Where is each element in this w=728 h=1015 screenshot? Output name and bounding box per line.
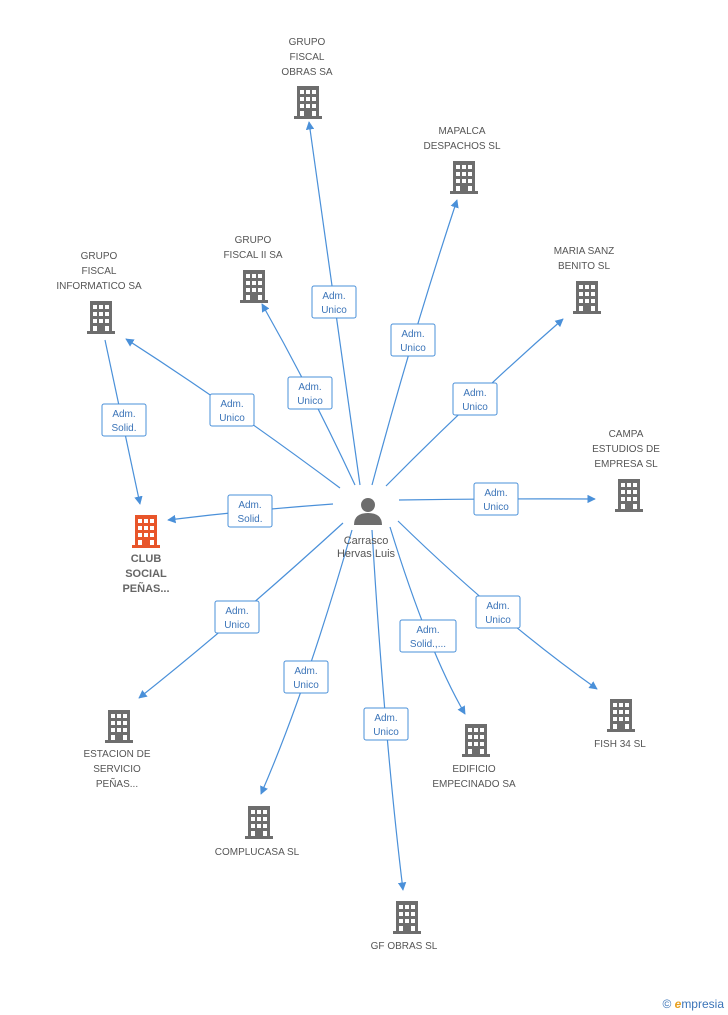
- empresia-brand: mpresia: [681, 997, 724, 1011]
- edge-label-fish34-line-1: Adm.: [486, 601, 509, 612]
- building-icon: [573, 281, 601, 314]
- node-grupo-fiscal-ii-name-line-2: FISCAL II SA: [223, 250, 282, 261]
- edge-label-grupo-fiscal-informatico-to-club-social-line-2: Solid.: [111, 423, 136, 434]
- edge-label-grupo-fiscal-ii-line-1: Adm.: [298, 382, 321, 393]
- edge-label-mapalca-line-2: Unico: [400, 343, 426, 354]
- edge-label-fish34-line-2: Unico: [485, 615, 511, 626]
- node-mapalca-name-line-2: DESPACHOS SL: [423, 141, 500, 152]
- node-grupo-fiscal-obras-name-line-2: FISCAL: [289, 52, 324, 63]
- node-campa-name-line-2: ESTUDIOS DE: [592, 444, 660, 455]
- node-grupo-fiscal-informatico[interactable]: GRUPO FISCAL INFORMATICO SA: [56, 251, 142, 334]
- center-name-line-2: Hervas Luis: [337, 548, 396, 560]
- edge-label-grupo-fiscal-obras-line-2: Unico: [321, 305, 347, 316]
- node-grupo-fiscal-informatico-name-line-2: FISCAL: [81, 266, 116, 277]
- node-complucasa-name-line-1: COMPLUCASA SL: [215, 847, 300, 858]
- edge-label-complucasa[interactable]: Adm. Unico: [283, 660, 329, 694]
- edge-label-grupo-fiscal-ii[interactable]: Adm. Unico: [287, 376, 333, 410]
- node-grupo-fiscal-obras-name-line-1: GRUPO: [289, 37, 326, 48]
- edge-label-maria-sanz-line-1: Adm.: [463, 388, 486, 399]
- edge-label-estacion-line-2: Unico: [224, 620, 250, 631]
- node-mapalca-name-line-1: MAPALCA: [438, 126, 485, 137]
- building-icon: [450, 161, 478, 194]
- node-grupo-fiscal-informatico-name-line-3: INFORMATICO SA: [56, 281, 142, 292]
- node-edificio[interactable]: EDIFICIO EMPECINADO SA: [432, 724, 516, 790]
- node-campa[interactable]: CAMPA ESTUDIOS DE EMPRESA SL: [592, 429, 660, 512]
- node-gf-obras[interactable]: GF OBRAS SL: [371, 901, 438, 952]
- node-complucasa[interactable]: COMPLUCASA SL: [215, 806, 300, 858]
- center-person[interactable]: Carrasco Hervas Luis: [337, 498, 396, 560]
- edge-label-maria-sanz[interactable]: Adm. Unico: [452, 382, 498, 416]
- edge-label-club-social[interactable]: Adm. Solid.: [227, 494, 273, 528]
- edge-label-edificio-line-2: Solid.,...: [410, 639, 446, 650]
- person-icon: [354, 498, 382, 525]
- edge-label-gf-obras-line-2: Unico: [373, 727, 399, 738]
- edge-label-campa[interactable]: Adm. Unico: [473, 482, 519, 516]
- edge-label-grupo-fiscal-obras-line-1: Adm.: [322, 291, 345, 302]
- edge-label-grupo-fiscal-informatico[interactable]: Adm. Unico: [209, 393, 255, 427]
- edge-label-grupo-fiscal-informatico-line-1: Adm.: [220, 399, 243, 410]
- node-grupo-fiscal-informatico-name-line-1: GRUPO: [81, 251, 118, 262]
- node-estacion[interactable]: ESTACION DE SERVICIO PEÑAS...: [83, 710, 151, 790]
- edge-label-grupo-fiscal-informatico-to-club-social[interactable]: Adm. Solid.: [101, 403, 147, 437]
- node-club-social-name-line-2: SOCIAL: [125, 568, 167, 580]
- edge-label-grupo-fiscal-ii-line-2: Unico: [297, 396, 323, 407]
- edge-label-edificio[interactable]: Adm. Solid.,...: [399, 619, 457, 653]
- edge-label-club-social-line-1: Adm.: [238, 500, 261, 511]
- building-icon: [393, 901, 421, 934]
- node-fish34-name-line-1: FISH 34 SL: [594, 739, 646, 750]
- node-club-social[interactable]: CLUB SOCIAL PEÑAS...: [122, 515, 170, 595]
- node-club-social-name-line-3: PEÑAS...: [122, 582, 169, 595]
- node-grupo-fiscal-obras-name-line-3: OBRAS SA: [281, 67, 332, 78]
- node-edificio-name-line-1: EDIFICIO: [452, 764, 496, 775]
- edge-label-gf-obras[interactable]: Adm. Unico: [363, 707, 409, 741]
- building-icon: [462, 724, 490, 757]
- edge-label-campa-line-1: Adm.: [484, 488, 507, 499]
- edge-label-mapalca-line-1: Adm.: [401, 329, 424, 340]
- building-icon: [87, 301, 115, 334]
- edge-label-fish34[interactable]: Adm. Unico: [475, 595, 521, 629]
- building-icon: [294, 86, 322, 119]
- node-grupo-fiscal-obras[interactable]: GRUPO FISCAL OBRAS SA: [281, 37, 333, 119]
- node-campa-name-line-3: EMPRESA SL: [594, 459, 658, 470]
- node-club-social-name-line-1: CLUB: [131, 553, 162, 565]
- edge-label-gf-obras-line-1: Adm.: [374, 713, 397, 724]
- node-maria-sanz-name-line-2: BENITO SL: [558, 261, 610, 272]
- building-icon: [607, 699, 635, 732]
- node-maria-sanz-name-line-1: MARIA SANZ: [554, 246, 615, 257]
- node-estacion-name-line-1: ESTACION DE: [83, 749, 150, 760]
- node-grupo-fiscal-ii[interactable]: GRUPO FISCAL II SA: [223, 235, 283, 303]
- node-mapalca[interactable]: MAPALCA DESPACHOS SL: [423, 126, 501, 194]
- building-icon: [132, 515, 160, 548]
- edge-label-edificio-line-1: Adm.: [416, 625, 439, 636]
- edge-label-estacion[interactable]: Adm. Unico: [214, 600, 260, 634]
- node-edificio-name-line-2: EMPECINADO SA: [432, 779, 516, 790]
- edge-label-grupo-fiscal-obras[interactable]: Adm. Unico: [311, 285, 357, 319]
- node-campa-name-line-1: CAMPA: [609, 429, 644, 440]
- edge-label-maria-sanz-line-2: Unico: [462, 402, 488, 413]
- edge-label-club-social-line-2: Solid.: [237, 514, 262, 525]
- node-fish34[interactable]: FISH 34 SL: [594, 699, 646, 750]
- node-estacion-name-line-3: PEÑAS...: [96, 777, 138, 790]
- building-icon: [615, 479, 643, 512]
- node-gf-obras-name-line-1: GF OBRAS SL: [371, 941, 438, 952]
- building-icon: [240, 270, 268, 303]
- empresia-logo-icon: e: [674, 997, 682, 1011]
- empresia-credit[interactable]: © empresia: [662, 997, 724, 1011]
- edge-label-grupo-fiscal-informatico-line-2: Unico: [219, 413, 245, 424]
- edge-label-complucasa-line-1: Adm.: [294, 666, 317, 677]
- node-estacion-name-line-2: SERVICIO: [93, 764, 141, 775]
- building-icon: [105, 710, 133, 743]
- edge-label-mapalca[interactable]: Adm. Unico: [390, 323, 436, 357]
- node-grupo-fiscal-ii-name-line-1: GRUPO: [235, 235, 272, 246]
- edge-label-complucasa-line-2: Unico: [293, 680, 319, 691]
- edge-label-campa-line-2: Unico: [483, 502, 509, 513]
- node-maria-sanz[interactable]: MARIA SANZ BENITO SL: [554, 246, 615, 314]
- center-name-line-1: Carrasco: [344, 535, 389, 547]
- copyright-symbol: ©: [662, 997, 672, 1011]
- building-icon: [245, 806, 273, 839]
- edge-label-estacion-line-1: Adm.: [225, 606, 248, 617]
- edge-label-grupo-fiscal-informatico-to-club-social-line-1: Adm.: [112, 409, 135, 420]
